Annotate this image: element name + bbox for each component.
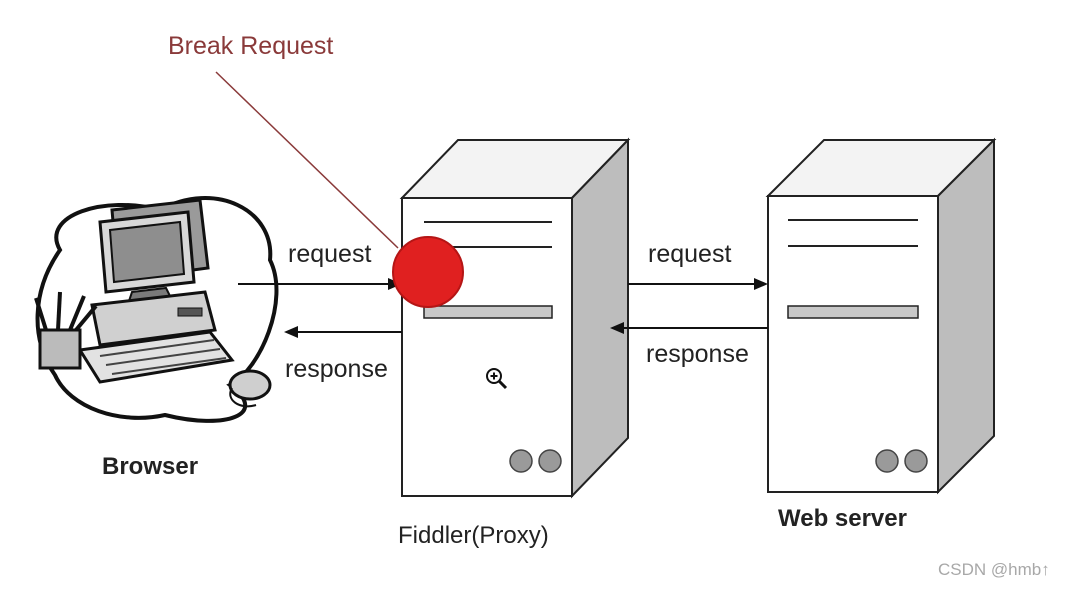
response-label-right: response bbox=[646, 340, 749, 368]
response-label-left: response bbox=[285, 355, 388, 383]
request-label-right: request bbox=[648, 240, 732, 268]
breakpoint-marker bbox=[392, 236, 464, 308]
watermark: CSDN @hmb↑ bbox=[938, 560, 1050, 579]
proxy-server-tower bbox=[399, 137, 631, 499]
request-label-left: request bbox=[288, 240, 372, 268]
web-server-label: Web server bbox=[778, 505, 907, 532]
browser-computer-icon bbox=[34, 196, 279, 423]
right-request-arrow bbox=[628, 278, 768, 290]
right-response-arrow bbox=[610, 322, 768, 334]
proxy-label: Fiddler(Proxy) bbox=[398, 522, 549, 549]
break-request-label: Break Request bbox=[168, 32, 334, 60]
left-response-arrow bbox=[284, 326, 402, 338]
break-callout-line bbox=[215, 71, 399, 249]
browser-label: Browser bbox=[102, 453, 199, 480]
web-server-tower bbox=[765, 137, 997, 495]
zoom-in-icon bbox=[486, 368, 508, 390]
